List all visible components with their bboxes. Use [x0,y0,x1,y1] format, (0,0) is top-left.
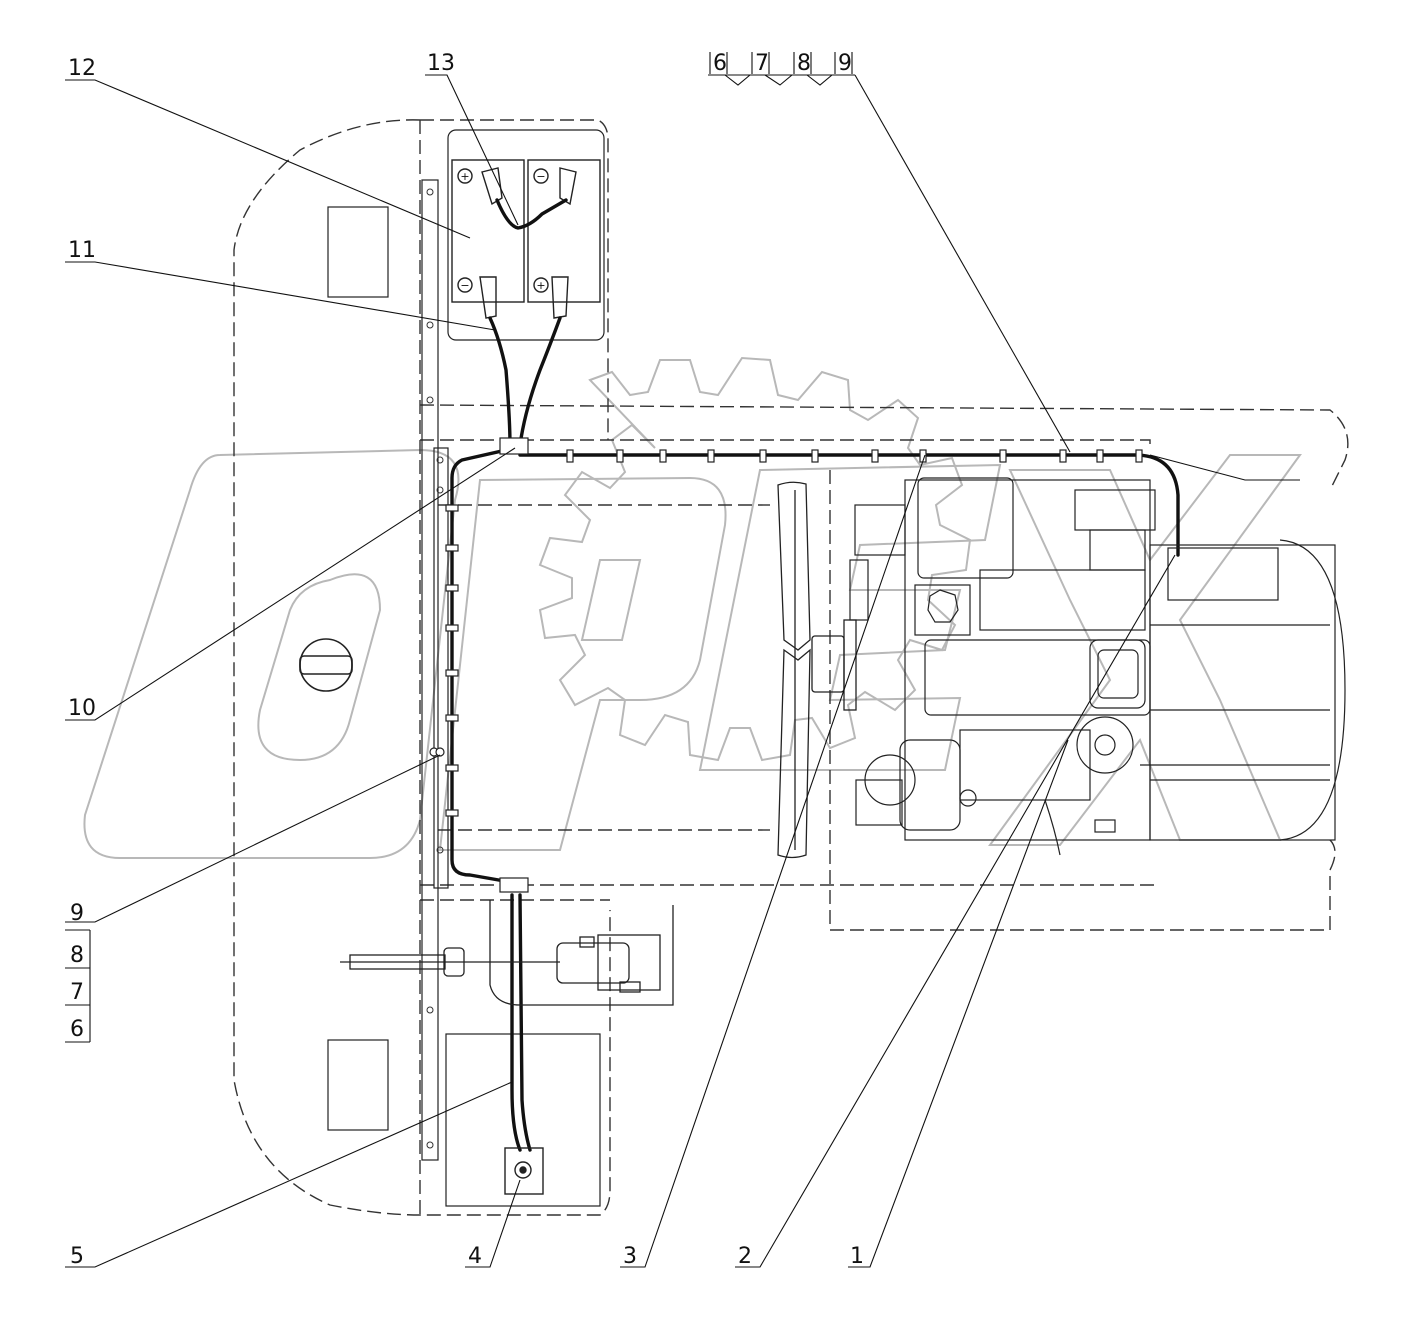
leader-9 [65,754,441,923]
alternator [899,739,961,831]
transmission [1149,544,1336,841]
harness-grommet-top [499,437,529,455]
window-top [327,206,389,298]
battery-right [527,159,601,303]
fuel-cap [299,638,353,692]
callout-4: 4 [468,1244,482,1269]
callout-1: 1 [850,1244,864,1269]
callout-8: 8 [70,943,84,968]
rail-bolts [426,188,444,1149]
cylinder-assembly [340,900,674,1006]
callout-top-8: 8 [797,51,811,76]
main-harness-top [450,446,517,884]
chassis-outline [233,119,1349,1216]
callout-5: 5 [70,1244,84,1269]
terminal-minus-icon [533,168,549,184]
terminal-plus-icon [457,168,473,184]
left-rail [421,179,439,1161]
callout-top-7: 7 [755,51,769,76]
wiring-harness [450,198,1180,1152]
terminal-plus-left-label: + [460,170,469,183]
top-callout-bars [709,52,853,74]
switch-cable-b [518,893,532,1152]
terminal-plus-icon [533,277,549,293]
batteries [451,159,601,319]
harness-grommet-bottom [499,877,529,893]
battery-jumper-cable [495,198,568,230]
callout-7: 7 [70,980,84,1005]
watermark-logo [83,356,1302,859]
leader-13 [425,74,519,226]
leader-12 [65,79,471,239]
terminal-plus-right-label: + [536,279,545,292]
callout-6: 6 [70,1017,84,1042]
window-bottom [327,1039,389,1131]
battery-cable-negative [488,316,512,447]
switch-cable-a [510,893,522,1152]
battery-switch [504,1147,544,1195]
main-plate [433,447,449,889]
leader-1 [848,739,1069,1268]
watermark-letter-p-inner [580,559,642,641]
callout-top-6: 6 [713,51,727,76]
terminal-minus-left-label: − [536,170,545,183]
battery-box [447,129,605,341]
callout-2: 2 [738,1244,752,1269]
callout-numbers: 12 13 11 10 9 8 7 6 5 4 3 2 1 6 7 8 9 [68,51,864,1269]
leader-4 [465,1179,521,1268]
battery-terminal-signs: + − − + [460,170,545,292]
leader-11 [65,261,496,331]
cab-panels [327,129,605,1207]
watermark-letter-o-inner [257,573,382,762]
stacked-callout-box [65,929,91,1043]
engine [849,477,1346,856]
leader-10 [65,447,516,721]
leader-5 [65,1081,513,1268]
callout-9: 9 [70,901,84,926]
battery-cable-positive [518,316,562,447]
leader-2 [735,554,1176,1268]
callout-3: 3 [623,1244,637,1269]
callout-11: 11 [68,238,96,263]
harness-clips [429,437,1143,893]
watermark-letter-o [83,448,460,859]
cooling-fan [777,481,857,859]
watermark-gear [538,356,972,762]
leader-lines [65,74,1300,1268]
terminal-minus-icon [457,277,473,293]
terminal-minus-right-label: − [460,279,469,292]
callout-10: 10 [68,696,96,721]
watermark-letter-p [438,476,727,851]
callout-13: 13 [427,51,455,76]
watermark-letter-e [698,463,1002,771]
leader-top-9 [854,74,1071,453]
callout-12: 12 [68,56,96,81]
leader-3 [620,454,926,1268]
callout-top-9: 9 [838,51,852,76]
